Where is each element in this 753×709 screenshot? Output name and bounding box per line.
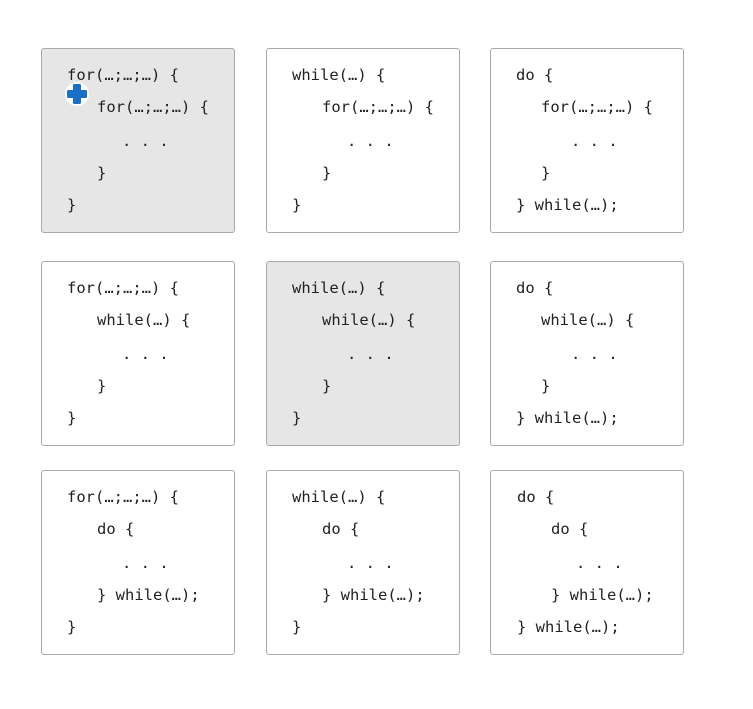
loop-body-ellipsis: . . . [122, 554, 169, 572]
code-card-2-2: while(…) { while(…) { . . .}} [266, 261, 460, 446]
inner-loop-header: while(…) { [97, 311, 191, 329]
loop-body-ellipsis: . . . [347, 554, 394, 572]
code-card-3-1: for(…;…;…) { do { . . . } while(…);} [41, 470, 235, 655]
inner-loop-close: } [322, 164, 332, 182]
code-card-2-3: do { while(…) { . . .} } while(…); [490, 261, 684, 446]
inner-loop-header: while(…) { [541, 311, 635, 329]
outer-loop-close: } [292, 618, 302, 636]
inner-loop-close: } while(…); [97, 586, 200, 604]
inner-loop-close: } [541, 164, 551, 182]
loop-body-ellipsis: . . . [122, 345, 169, 363]
inner-loop-close: } [97, 164, 107, 182]
inner-loop-header: for(…;…;…) { [322, 98, 434, 116]
loop-body-ellipsis: . . . [576, 554, 623, 572]
loop-body-ellipsis: . . . [347, 132, 394, 150]
outer-loop-header: while(…) { [292, 488, 386, 506]
inner-loop-header: for(…;…;…) { [97, 98, 209, 116]
inner-loop-close: } [541, 377, 551, 395]
outer-loop-close: } while(…); [516, 409, 619, 427]
loop-body-ellipsis: . . . [347, 345, 394, 363]
outer-loop-header: do { [516, 66, 554, 84]
inner-loop-close: } [97, 377, 107, 395]
outer-loop-close: } [67, 409, 77, 427]
code-card-1-1: for(…;…;…) { for(…;…;…) { . . .}} [41, 48, 235, 233]
outer-loop-header: for(…;…;…) { [67, 279, 179, 297]
outer-loop-header: for(…;…;…) { [67, 66, 179, 84]
loop-body-ellipsis: . . . [122, 132, 169, 150]
inner-loop-header: do { [551, 520, 589, 538]
outer-loop-header: for(…;…;…) { [67, 488, 179, 506]
outer-loop-close: } [292, 196, 302, 214]
outer-loop-close: } while(…); [517, 618, 620, 636]
code-card-3-2: while(…) { do { . . . } while(…);} [266, 470, 460, 655]
outer-loop-header: do { [516, 279, 554, 297]
outer-loop-header: while(…) { [292, 279, 386, 297]
inner-loop-close: } while(…); [322, 586, 425, 604]
code-card-3-3: do { do { . . . } while(…); } while(…); [490, 470, 684, 655]
outer-loop-close: } while(…); [516, 196, 619, 214]
outer-loop-header: while(…) { [292, 66, 386, 84]
code-card-1-3: do { for(…;…;…) { . . .} } while(…); [490, 48, 684, 233]
inner-loop-close: } [322, 377, 332, 395]
outer-loop-close: } [67, 196, 77, 214]
outer-loop-header: do { [517, 488, 555, 506]
code-card-2-1: for(…;…;…) { while(…) { . . .}} [41, 261, 235, 446]
outer-loop-close: } [67, 618, 77, 636]
code-card-1-2: while(…) { for(…;…;…) { . . .}} [266, 48, 460, 233]
inner-loop-close: } while(…); [551, 586, 654, 604]
inner-loop-header: while(…) { [322, 311, 416, 329]
inner-loop-header: do { [322, 520, 360, 538]
inner-loop-header: for(…;…;…) { [541, 98, 653, 116]
outer-loop-close: } [292, 409, 302, 427]
loop-body-ellipsis: . . . [571, 345, 618, 363]
inner-loop-header: do { [97, 520, 135, 538]
loop-body-ellipsis: . . . [571, 132, 618, 150]
plus-cursor-icon [65, 82, 89, 106]
